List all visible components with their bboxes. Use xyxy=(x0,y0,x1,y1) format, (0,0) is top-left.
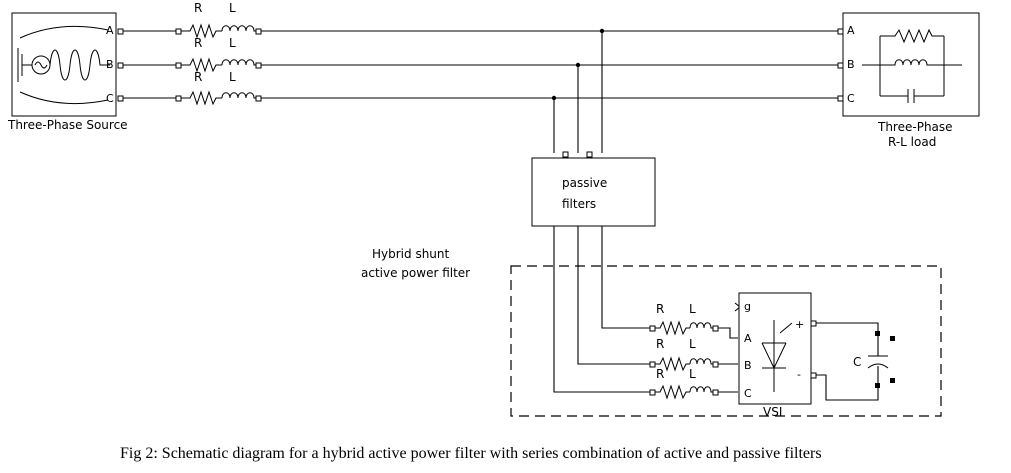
inv-r-label-b: R xyxy=(656,337,664,351)
shunt-label-line2: active power filter xyxy=(361,266,470,280)
dc-wire-plus xyxy=(816,322,879,356)
inverter-impedance-b[interactable] xyxy=(649,356,719,372)
branch-wire-b xyxy=(577,226,654,365)
cap-terminal-2 xyxy=(875,383,880,388)
vsi-label: VSI xyxy=(763,405,782,419)
vsi-plus-label: + xyxy=(795,318,804,331)
line-l-label-c: L xyxy=(229,70,236,84)
source-port-b[interactable] xyxy=(117,62,124,69)
inv-r-label-a: R xyxy=(656,302,664,316)
source-port-b-label: B xyxy=(106,58,114,71)
dc-capacitor[interactable] xyxy=(867,355,889,369)
passive-label-line2: filters xyxy=(562,197,596,211)
three-phase-source[interactable] xyxy=(11,12,117,117)
source-label: Three-Phase Source xyxy=(7,118,128,132)
line-impedance-a[interactable] xyxy=(123,23,262,39)
branch-wire-c xyxy=(553,226,654,393)
load-port-b-label: B xyxy=(847,58,855,71)
line-r-label-a: R xyxy=(194,1,202,15)
passive-filters-block[interactable] xyxy=(531,157,656,227)
vsi-port-c-label: C xyxy=(744,387,752,400)
dc-cap-label: C xyxy=(853,355,861,369)
dc-wire-minus xyxy=(816,366,879,401)
inv-l-label-b: L xyxy=(689,337,696,351)
passive-label-line1: passive xyxy=(562,176,607,190)
shunt-filter-boundary xyxy=(510,265,942,417)
load-port-b[interactable] xyxy=(837,62,844,69)
vsi-minus-label: - xyxy=(797,368,801,381)
vsi-port-plus[interactable] xyxy=(810,320,817,327)
source-port-c-label: C xyxy=(106,92,114,105)
inv-l-label-c: L xyxy=(689,367,696,381)
shunt-label-line1: Hybrid shunt xyxy=(372,247,450,261)
vsi-gate-label: g xyxy=(744,300,751,313)
line-l-label-b: L xyxy=(229,36,236,50)
load-port-a-label: A xyxy=(847,24,855,37)
vsi-port-b-label: B xyxy=(744,359,752,372)
load-port-c-label: C xyxy=(847,92,855,105)
cap-terminal-3 xyxy=(890,336,895,341)
source-port-c[interactable] xyxy=(117,95,124,102)
inverter-impedance-c[interactable] xyxy=(649,384,719,400)
inv-l-label-a: L xyxy=(689,302,696,316)
vsi-wire-a xyxy=(718,327,738,339)
vsi-block[interactable] xyxy=(738,292,812,405)
line-l-label-a: L xyxy=(229,1,236,15)
passive-port-top-2 xyxy=(586,151,593,158)
vsi-port-a-label: A xyxy=(744,332,752,345)
load-port-a[interactable] xyxy=(837,28,844,35)
line-impedance-b[interactable] xyxy=(123,57,262,73)
figure-caption: Fig 2: Schematic diagram for a hybrid ac… xyxy=(120,445,822,462)
passive-port-top-1 xyxy=(562,151,569,158)
branch-wire-a xyxy=(601,226,654,329)
vsi-port-minus[interactable] xyxy=(810,372,817,379)
line-r-label-c: R xyxy=(194,70,202,84)
cap-terminal-1 xyxy=(875,331,880,336)
three-phase-load[interactable] xyxy=(842,12,980,117)
source-port-a-label: A xyxy=(106,24,114,37)
inv-r-label-c: R xyxy=(656,367,664,381)
load-port-c[interactable] xyxy=(837,95,844,102)
line-impedance-c[interactable] xyxy=(123,90,262,106)
inverter-impedance-a[interactable] xyxy=(649,320,719,336)
load-label-line1: Three-Phase xyxy=(877,120,953,134)
source-port-a[interactable] xyxy=(117,28,124,35)
load-label-line2: R-L load xyxy=(888,135,936,149)
cap-terminal-4 xyxy=(890,378,895,383)
line-r-label-b: R xyxy=(194,36,202,50)
